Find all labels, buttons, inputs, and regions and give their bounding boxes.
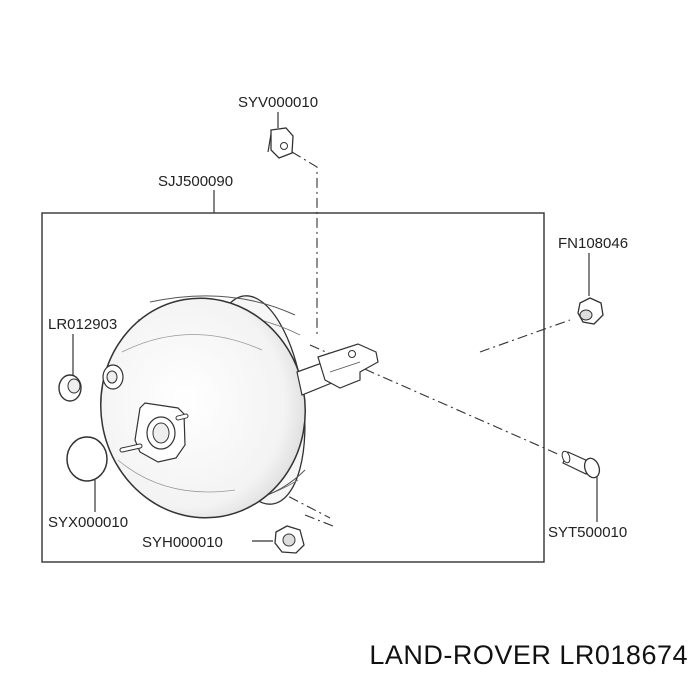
leader-lines	[72, 112, 598, 542]
label-flange-nut: SYH000010	[142, 534, 223, 551]
label-booster-assembly: SJJ500090	[158, 173, 233, 190]
flange-nut-part	[274, 525, 305, 554]
clevis-pin-part	[561, 450, 601, 479]
nut-part	[577, 297, 604, 325]
o-ring-part	[66, 436, 108, 482]
label-bracket-clip: SYV000010	[238, 94, 318, 111]
assembly-frame	[41, 212, 545, 563]
part-number-caption: LAND-ROVER LR018674	[369, 640, 688, 670]
label-o-ring: SYX000010	[48, 514, 128, 531]
bracket-clip-part	[267, 127, 294, 159]
grommet-part	[58, 374, 82, 402]
brake-booster	[99, 295, 379, 519]
label-nut: FN108046	[558, 235, 628, 252]
label-clevis-pin: SYT500010	[548, 524, 627, 541]
label-grommet: LR012903	[48, 316, 117, 333]
